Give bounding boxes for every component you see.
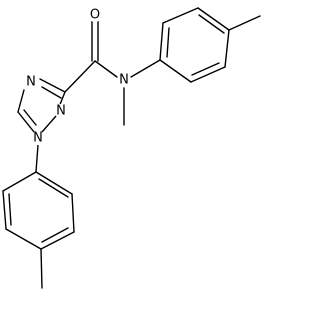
bond-top-ring-1 <box>159 22 164 61</box>
bond-bottom-ring-3d <box>41 227 69 243</box>
label-triazole-n1: N <box>33 131 43 146</box>
bond-top-ring-6 <box>159 59 192 83</box>
bond-top-ring-5 <box>190 66 226 83</box>
bond-triazole-c3-n4-a <box>39 78 66 93</box>
bond-bottom-methyl <box>40 248 43 289</box>
bond-carbonyl-n <box>94 60 118 78</box>
bond-triazole-c5-n1-a <box>17 111 35 133</box>
bond-top-methyl <box>228 15 261 31</box>
label-triazole-n2: N <box>56 104 66 119</box>
atom-labels: O N N N N <box>24 8 131 146</box>
bond-n-tolyl <box>130 59 161 78</box>
bond-top-ring-4 <box>224 29 230 68</box>
bond-top-ring-5d <box>191 62 220 76</box>
bond-carbonyl-triazole <box>64 60 96 93</box>
bond-top-ring-2 <box>162 7 199 24</box>
bond-triazole-c3-n4-b <box>41 86 62 99</box>
atom-carbonyl-oxygen: O <box>88 8 102 23</box>
bond-bottom-ring-5 <box>2 190 7 230</box>
bond-triazole-c5-n1-b <box>23 109 37 126</box>
bond-top-ring-3d <box>198 14 225 34</box>
label-amide-nitrogen: N <box>119 73 129 88</box>
atom-triazole-n2: N <box>54 104 68 119</box>
bond-triazole-n1-n2 <box>41 115 57 133</box>
bond-top-ring-3 <box>197 7 230 31</box>
bond-bottom-ring-6 <box>2 171 37 192</box>
bond-top-ring-1d <box>166 27 170 58</box>
bond-bottom-ring-3 <box>40 231 75 250</box>
atom-amide-nitrogen: N <box>117 73 131 88</box>
bond-bottom-ring-1 <box>35 171 73 195</box>
atom-triazole-n1: N <box>31 131 45 146</box>
bond-bottom-ring-5d <box>8 193 12 226</box>
bond-bottom-ring-1d <box>38 178 69 198</box>
bond-triazole-n4-c5 <box>17 89 25 113</box>
bond-bottom-ring-2 <box>71 193 75 233</box>
atom-triazole-n4: N <box>24 75 38 90</box>
bond-set <box>2 7 261 289</box>
molecule-structure: O N N N N <box>2 7 261 289</box>
bond-n1-tolyl <box>35 144 39 173</box>
label-carbonyl-oxygen: O <box>90 8 100 23</box>
bond-bottom-ring-4 <box>5 228 42 250</box>
label-triazole-n4: N <box>26 75 36 90</box>
